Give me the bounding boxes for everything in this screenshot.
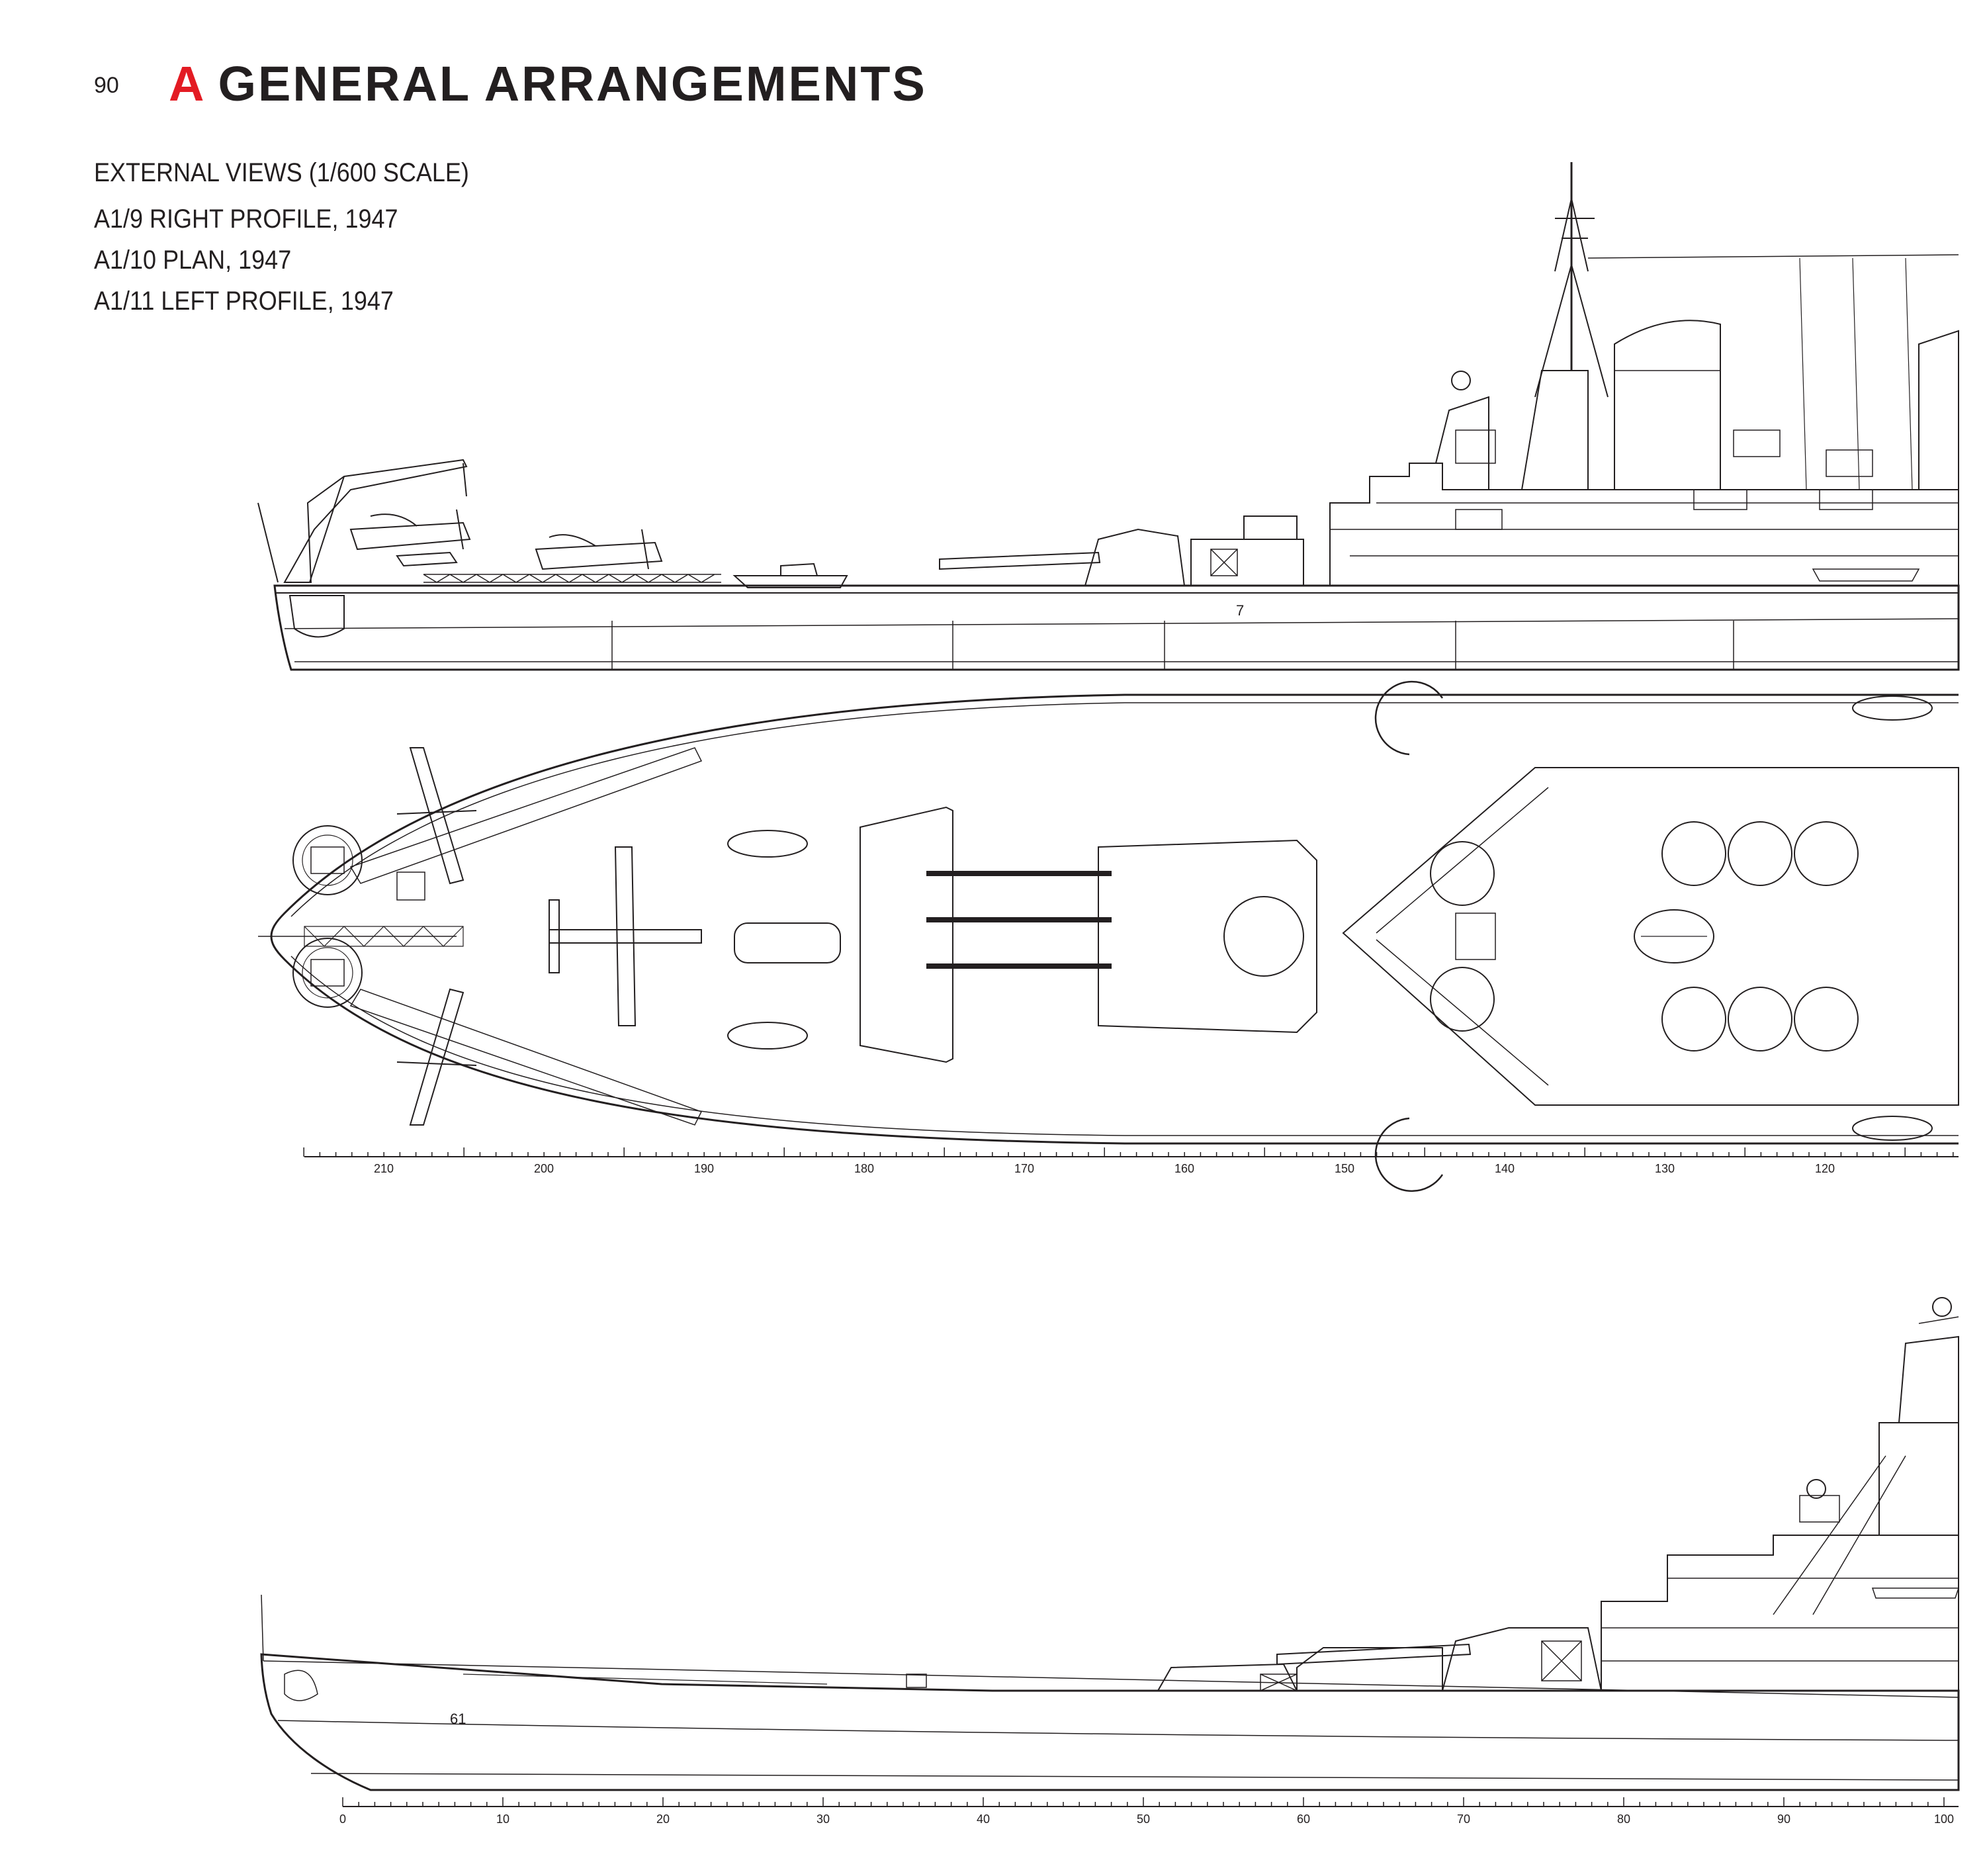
turret-2-plan: [1098, 839, 1317, 1034]
caption-left-profile: A1/11 LEFT PROFILE, 1947: [94, 287, 394, 316]
plan-scale-label: 190: [694, 1162, 714, 1175]
caption-plan: A1/10 PLAN, 1947: [94, 246, 292, 275]
plan-scale-label: 200: [534, 1162, 554, 1175]
starboard-catapult: [349, 989, 703, 1126]
left-turret-2: [1157, 1643, 1472, 1691]
turret-3-deckhouse: [860, 806, 953, 1063]
plan-drawing: 210 200 190 180 170 160 150 140 130 120: [258, 680, 1959, 1192]
left-profile-drawing: 61 0: [260, 1297, 1960, 1826]
plan-scale-label: 210: [374, 1162, 394, 1175]
caption-right-profile: A1/9 RIGHT PROFILE, 1947: [94, 204, 398, 234]
port-catapult: [349, 747, 703, 884]
profile-scale-label: 10: [496, 1812, 509, 1826]
profile-scale-label: 40: [977, 1812, 990, 1826]
profile-scale-label: 20: [656, 1812, 670, 1826]
turret-2: [939, 528, 1186, 586]
right-profile-drawing: 7: [257, 162, 1960, 671]
profile-scale-label: 30: [816, 1812, 830, 1826]
left-profile-hull: [260, 1653, 1960, 1791]
barbette-block: [1190, 539, 1304, 586]
deck-floatplane: [549, 846, 702, 1026]
left-superstructure: [1601, 1297, 1960, 1691]
funnel-cap: [1634, 909, 1714, 963]
profile-scale-label: 50: [1137, 1812, 1150, 1826]
page-number: 90: [94, 73, 119, 98]
floatplane-aft: [349, 509, 471, 567]
right-profile-hull-number: 7: [1236, 602, 1244, 619]
profile-scale-label: 0: [339, 1812, 346, 1826]
superstructure-plan: [1342, 767, 1959, 1106]
plan-scale-label: 130: [1655, 1162, 1675, 1175]
forward-funnel: [1614, 320, 1721, 490]
left-profile-hull-number: 61: [450, 1711, 466, 1727]
profile-scale-label: 100: [1934, 1812, 1954, 1826]
plan-scale-label: 140: [1495, 1162, 1515, 1175]
profile-scale-label: 70: [1457, 1812, 1470, 1826]
profile-scale-labels: 0 10 20 30 40 50 60 70 80 90 100: [339, 1812, 1954, 1826]
plan-scale-label: 160: [1174, 1162, 1194, 1175]
right-profile-hull: [273, 584, 1960, 671]
chapter-letter: A: [169, 56, 206, 111]
catwalk-lattice: [423, 574, 721, 583]
tripod-mast: [1534, 162, 1959, 490]
figure-captions: EXTERNAL VIEWS (1/600 SCALE) A1/9 RIGHT …: [94, 152, 511, 322]
plan-scale-label: 150: [1335, 1162, 1354, 1175]
chapter-title: GENERAL ARRANGEMENTS: [218, 56, 927, 111]
floatplane-forward: [535, 529, 663, 570]
profile-scale-label: 60: [1297, 1812, 1310, 1826]
profile-scale-label: 90: [1777, 1812, 1790, 1826]
aft-funnel: [1918, 330, 1959, 490]
left-barbette: [1441, 1627, 1603, 1691]
plan-scale-labels: 210 200 190 180 170 160 150 140 130 120: [374, 1162, 1835, 1175]
plan-scale-label: 180: [854, 1162, 874, 1175]
aircraft-crane: [283, 459, 468, 583]
plan-hull-outline: [270, 693, 1959, 1145]
profile-scale-label: 80: [1617, 1812, 1630, 1826]
plan-scale-label: 170: [1014, 1162, 1034, 1175]
forward-superstructure: [1329, 370, 1959, 586]
caption-external-views: EXTERNAL VIEWS (1/600 SCALE): [94, 158, 469, 187]
plan-scale-label: 120: [1815, 1162, 1835, 1175]
